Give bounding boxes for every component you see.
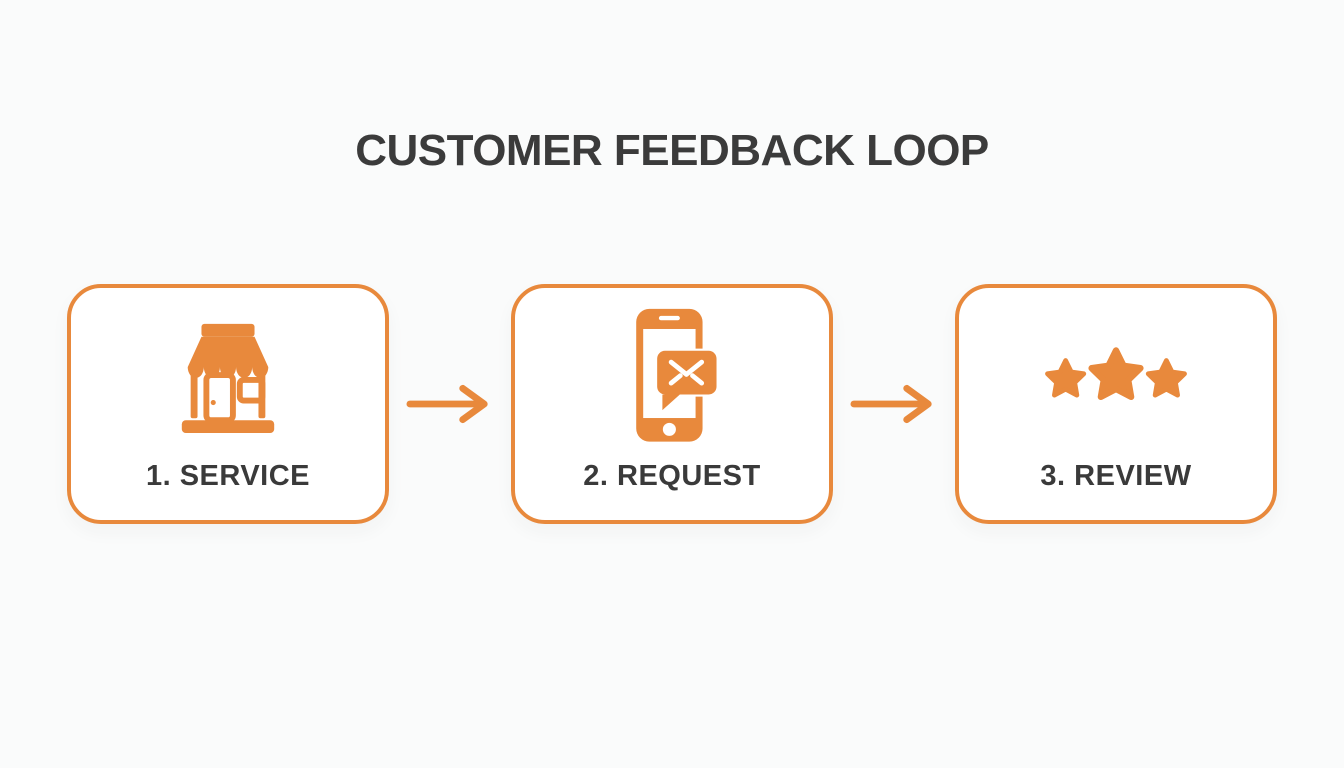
step-card-request: 2. REQUEST <box>511 284 833 524</box>
storefront-icon <box>71 302 385 452</box>
step-label-review: 3. REVIEW <box>1040 460 1192 492</box>
step-label-service: 1. SERVICE <box>145 460 311 492</box>
arrow-right-icon <box>850 382 938 426</box>
page-title: CUSTOMER FEEDBACK LOOP <box>355 126 989 175</box>
phone-message-icon <box>515 302 829 452</box>
three-stars-icon <box>959 302 1273 452</box>
step-card-review: 3. REVIEW <box>955 284 1277 524</box>
step-card-service: 1. SERVICE <box>67 284 389 524</box>
step-label-request: 2. REQUEST <box>583 460 761 492</box>
arrow-right-icon <box>406 382 494 426</box>
feedback-loop-flow: 1. SERVICE <box>0 284 1344 524</box>
